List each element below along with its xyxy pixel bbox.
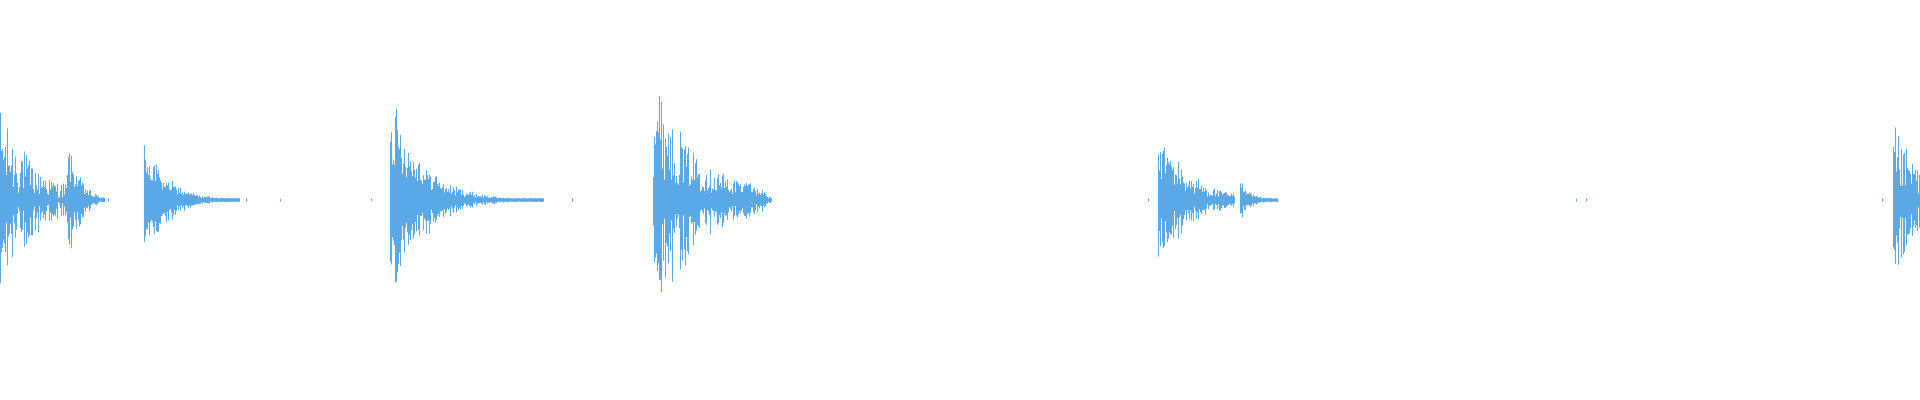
waveform-trace [0,96,1920,293]
